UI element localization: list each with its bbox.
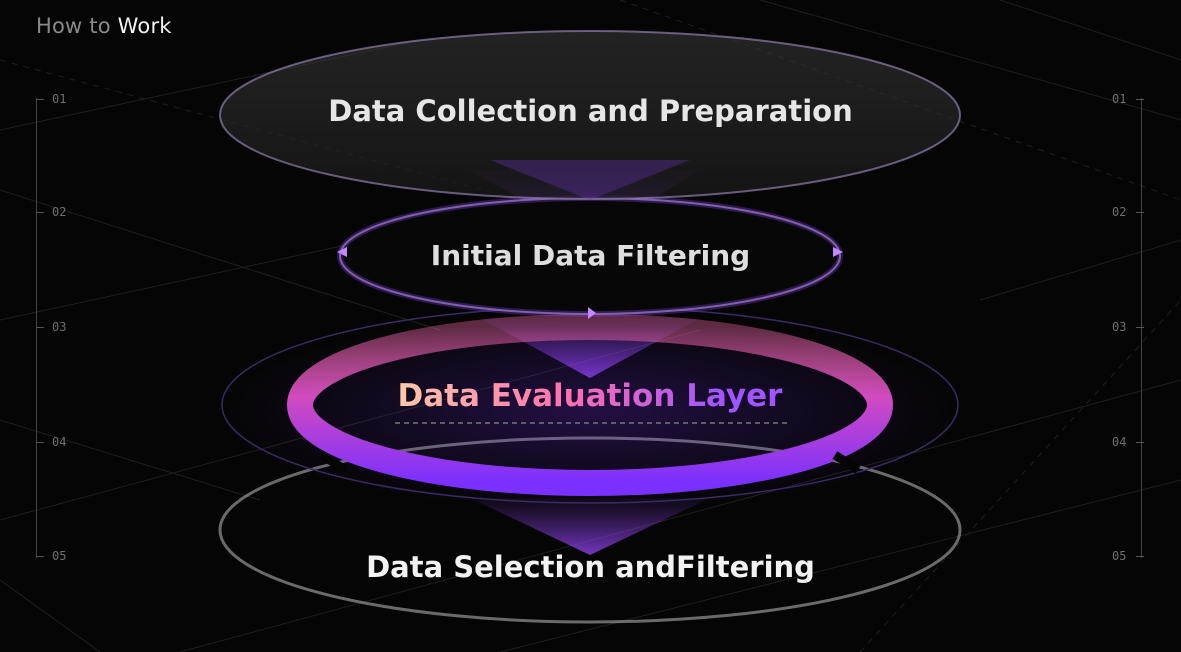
layer-3-ring	[287, 314, 893, 496]
right-step-scale: 01 02 03 04 05	[1112, 92, 1146, 563]
scale-tick: 05	[35, 549, 67, 563]
scale-tick: 02	[35, 205, 67, 219]
page-title: How to Work	[36, 14, 172, 38]
scale-tick: 02	[1112, 205, 1146, 219]
layer-4-label: Data Selection andFiltering	[366, 550, 815, 584]
layer-1-label: Data Collection and Preparation	[328, 94, 853, 128]
title-highlight: Work	[117, 14, 172, 38]
layer-2-label: Initial Data Filtering	[430, 239, 751, 272]
layer-2-marker-bottom	[588, 307, 596, 319]
layer-2-marker-right	[833, 247, 843, 257]
scale-tick: 03	[1112, 320, 1146, 334]
layer-2-marker-left	[337, 247, 347, 257]
scale-tick: 04	[35, 435, 67, 449]
left-step-scale: 01 02 03 04 05	[35, 92, 67, 563]
scale-tick: 05	[1112, 549, 1146, 563]
scale-tick: 01	[35, 92, 67, 106]
scale-tick: 04	[1112, 435, 1146, 449]
layer-1-ellipse	[219, 30, 961, 200]
funnel-3	[470, 498, 710, 555]
scale-tick: 03	[35, 320, 67, 334]
layer-3-label: Data Evaluation Layer	[380, 378, 800, 414]
title-prefix: How to	[36, 14, 111, 38]
scale-tick: 01	[1112, 92, 1146, 106]
